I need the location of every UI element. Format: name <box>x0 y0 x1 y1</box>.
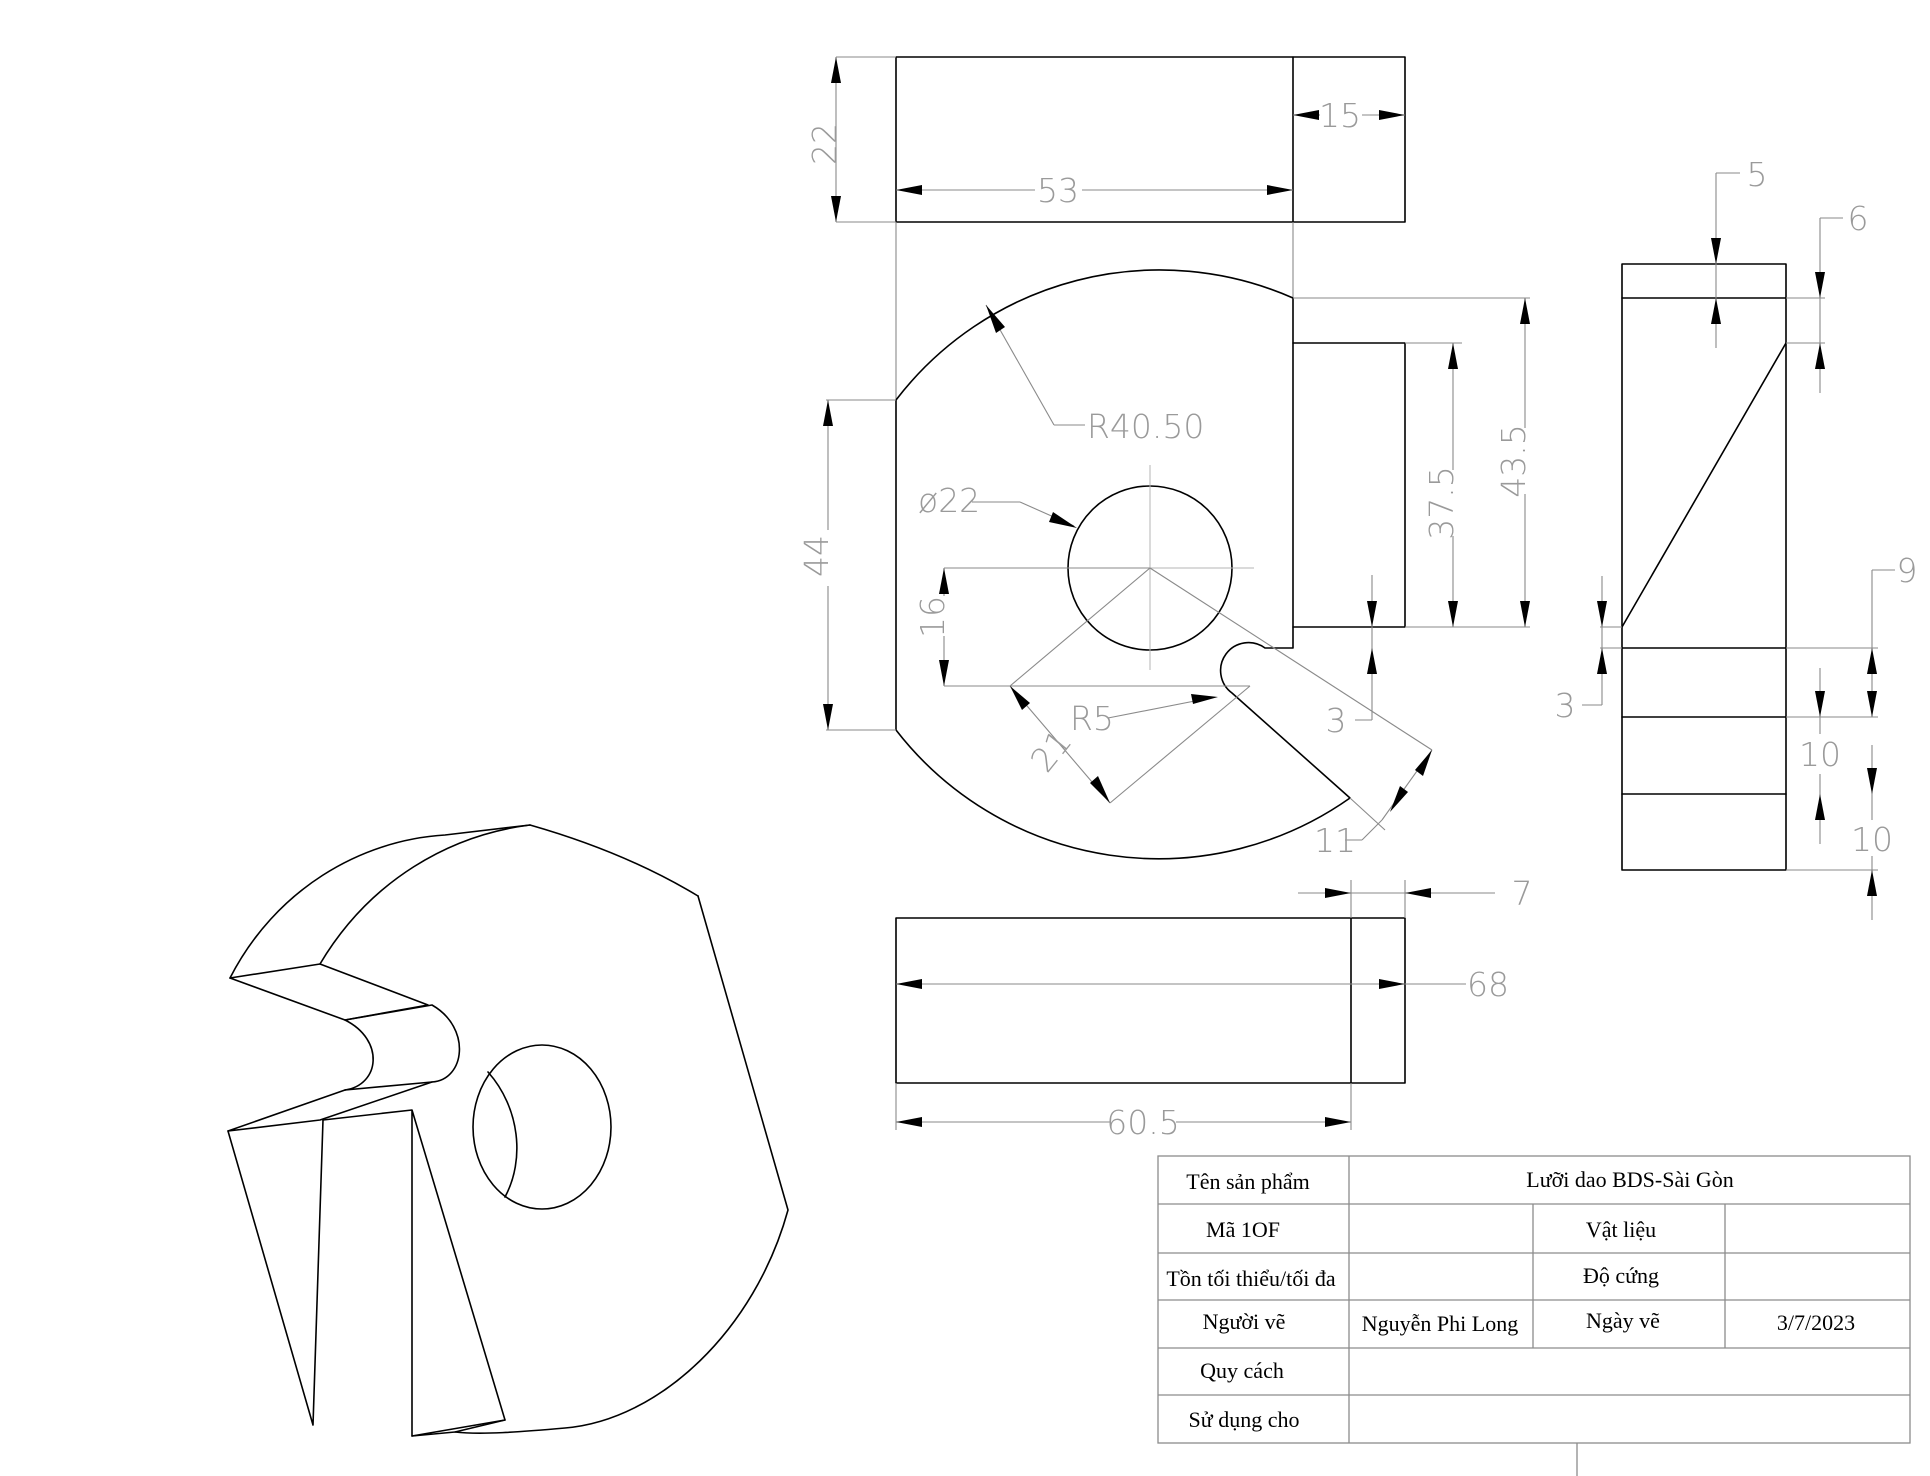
top-view: 22 53 15 <box>805 56 1406 400</box>
label-spec: Quy cách <box>1200 1358 1284 1383</box>
top-view-outline <box>895 56 1406 223</box>
label-stock: Tồn tối thiểu/tối đa <box>1166 1266 1335 1291</box>
label-product: Tên sản phẩm <box>1186 1169 1309 1194</box>
dim-left-height: 44 <box>797 535 836 577</box>
dim-hole-diameter: ø22 <box>918 481 980 520</box>
value-date: 3/7/2023 <box>1777 1310 1855 1335</box>
dim-top-length: 53 <box>1037 171 1079 210</box>
label-drawer: Người vẽ <box>1203 1309 1286 1334</box>
dim-slot-depth: 11 <box>1314 821 1356 860</box>
label-material: Vật liệu <box>1586 1217 1656 1242</box>
label-usage: Sử dụng cho <box>1189 1407 1300 1432</box>
dim-top-right: 15 <box>1319 96 1361 135</box>
dim-outer-radius: R40.50 <box>1087 407 1204 446</box>
dim-bottom-7: 7 <box>1512 874 1533 913</box>
dim-bottom-length: 60.5 <box>1106 1103 1179 1142</box>
label-code: Mã 1OF <box>1206 1217 1280 1242</box>
dim-outer-height: 43.5 <box>1494 424 1533 497</box>
dim-rect-height: 37.5 <box>1422 466 1461 539</box>
front-view-outline <box>895 269 1406 860</box>
value-product: Lưỡi dao BDS-Sài Gòn <box>1526 1167 1734 1192</box>
dim-slot-offset: 16 <box>913 596 952 638</box>
value-drawer: Nguyễn Phi Long <box>1362 1311 1518 1336</box>
bottom-view-outline <box>895 917 1406 1084</box>
dim-bottom-total: 68 <box>1467 965 1509 1004</box>
dim-gap: 3 <box>1326 701 1347 740</box>
title-block: Tên sản phẩm Lưỡi dao BDS-Sài Gòn Mã 1OF… <box>1157 1155 1911 1476</box>
dim-side-6: 6 <box>1848 199 1869 238</box>
label-date: Ngày vẽ <box>1586 1308 1660 1333</box>
dim-side-10a: 10 <box>1799 735 1841 774</box>
isometric-view <box>227 824 789 1437</box>
dim-top-height: 22 <box>805 123 844 165</box>
side-view-outline <box>1621 263 1787 871</box>
side-view-bevel <box>1621 342 1787 628</box>
label-hardness: Độ cứng <box>1583 1263 1659 1288</box>
bottom-view: 7 68 60.5 <box>895 874 1533 1142</box>
side-view: 5 6 9 3 10 10 <box>1555 155 1918 920</box>
dim-side-10b: 10 <box>1851 820 1893 859</box>
dim-side-9: 9 <box>1897 551 1918 590</box>
dim-side-3: 3 <box>1555 686 1576 725</box>
dim-side-top: 5 <box>1747 155 1768 194</box>
front-view: R40.50 ø22 44 16 21 R5 <box>797 269 1545 860</box>
dim-fillet-radius: R5 <box>1070 699 1114 738</box>
